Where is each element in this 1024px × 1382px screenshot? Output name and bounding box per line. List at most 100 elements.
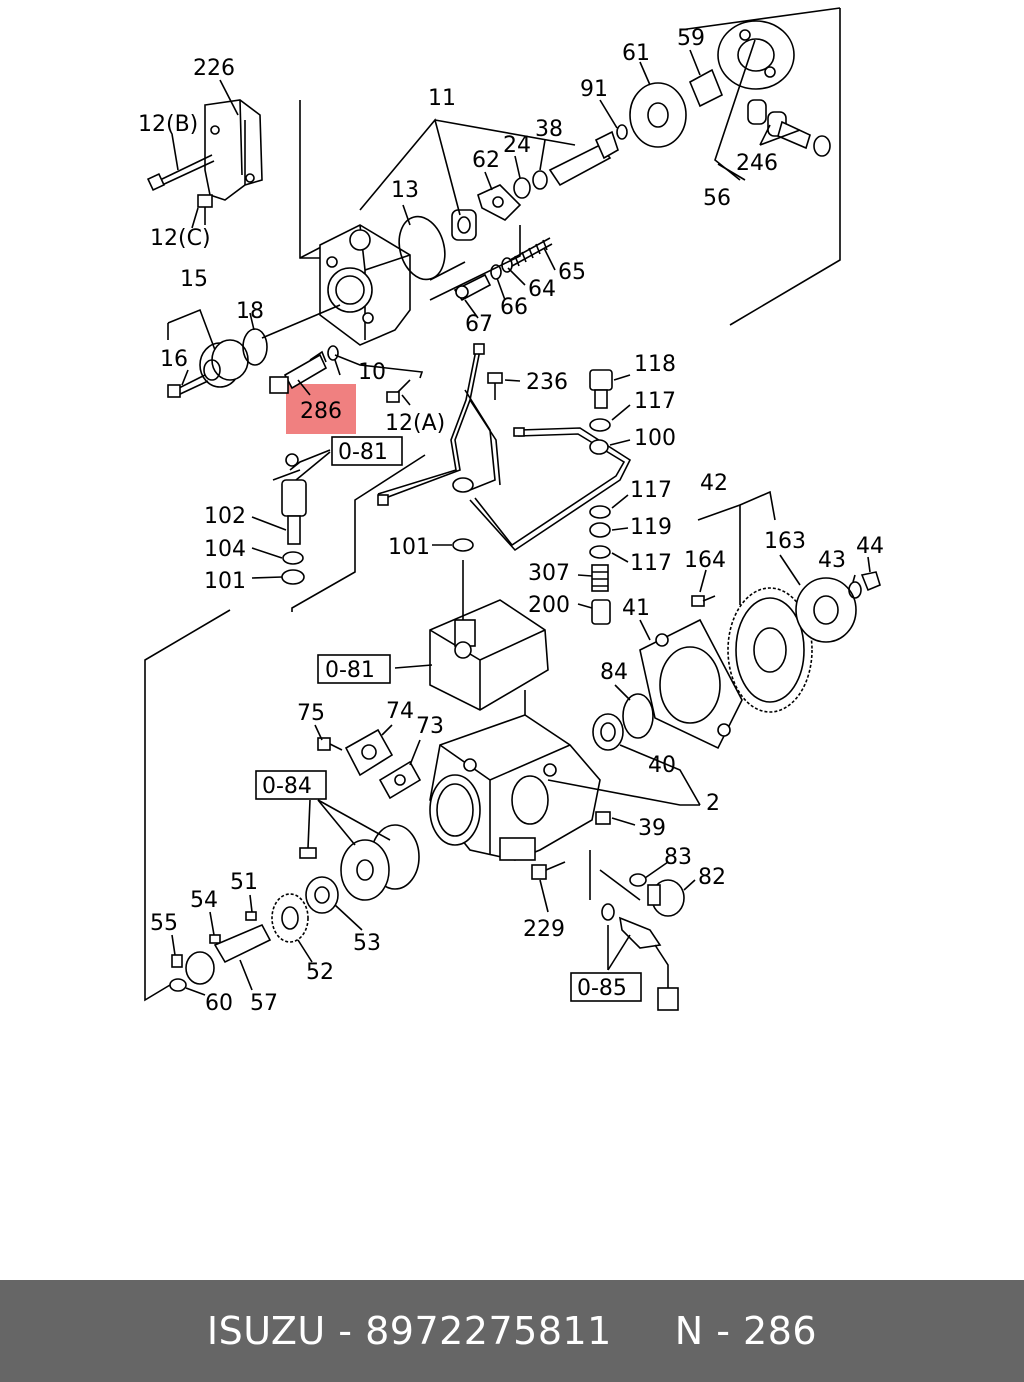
label-200: 200 (528, 593, 570, 618)
oring-104-part (282, 551, 304, 565)
label-41: 41 (622, 596, 650, 621)
label-24: 24 (503, 133, 531, 158)
label-43: 43 (818, 548, 846, 573)
label-42: 42 (700, 471, 728, 496)
label-40: 40 (648, 753, 676, 778)
gear-42-part (727, 587, 813, 713)
solenoid-102-part (272, 453, 307, 545)
label-117c: 117 (630, 551, 672, 576)
bolt-12b-part (146, 154, 215, 192)
label-104: 104 (204, 537, 246, 562)
label-12a: 12(A) (385, 411, 445, 436)
label-236: 236 (526, 370, 568, 395)
label-102: 102 (204, 504, 246, 529)
label-73: 73 (416, 714, 444, 739)
hub-163-part (795, 577, 857, 643)
label-18: 18 (236, 299, 264, 324)
gasket-101a-part (281, 569, 305, 585)
label-226: 226 (193, 56, 235, 81)
washer-10-part (327, 345, 339, 361)
label-13: 13 (391, 178, 419, 203)
box-085 (570, 972, 642, 1002)
plate-41-part (639, 618, 743, 750)
sensor-085-part (601, 903, 679, 1011)
washer-53-part (305, 876, 339, 914)
label-246: 246 (736, 151, 778, 176)
label-16: 16 (160, 347, 188, 372)
bracket-226-part (204, 99, 263, 201)
nut-44-part (860, 571, 881, 592)
spring-307-part (591, 564, 609, 592)
coupling-084-part (299, 824, 420, 901)
label-117a: 117 (634, 389, 676, 414)
flange-74-part (344, 728, 394, 777)
washer-91-part (616, 124, 628, 140)
label-44: 44 (856, 534, 884, 559)
pump-body-part (429, 714, 601, 861)
label-163: 163 (764, 529, 806, 554)
label-119: 119 (630, 515, 672, 540)
bolt-16-part (167, 374, 209, 398)
plate-61-part (629, 82, 687, 148)
label-56: 56 (703, 186, 731, 211)
label-91: 91 (580, 77, 608, 102)
label-62: 62 (472, 148, 500, 173)
label-51: 51 (230, 870, 258, 895)
label-11: 11 (428, 86, 456, 111)
pipe-group-part (377, 343, 632, 552)
label-100: 100 (634, 426, 676, 451)
gasket-101b-part (452, 538, 474, 552)
label-82: 82 (698, 865, 726, 890)
label-117b: 117 (630, 478, 672, 503)
label-83: 83 (664, 845, 692, 870)
label-085: 0-85 (577, 976, 627, 1001)
gasket-117a-part (589, 418, 611, 432)
gasket-117c-part (589, 545, 611, 559)
bearing-40-part (592, 713, 624, 751)
label-10: 10 (358, 360, 386, 385)
washer-38-part (532, 170, 548, 190)
bush-11-part (451, 209, 477, 241)
shaft-57-part (185, 923, 272, 985)
label-52: 52 (306, 960, 334, 985)
label-307: 307 (528, 561, 570, 586)
label-54: 54 (190, 888, 218, 913)
head-cover-part (429, 560, 549, 711)
label-64: 64 (528, 277, 556, 302)
gasket-73-part (378, 760, 422, 800)
label-57: 57 (250, 991, 278, 1016)
assembly-frame-lines (144, 7, 841, 1002)
bolt-12a-part (386, 379, 411, 403)
washer-43-part (848, 581, 862, 599)
label-12c: 12(C) (150, 226, 211, 251)
label-2: 2 (706, 791, 720, 816)
part-number-footer: ISUZU - 8972275811 N - 286 (0, 1280, 1024, 1382)
bolt-229-part (531, 861, 566, 880)
label-118: 118 (634, 352, 676, 377)
bolt-75-part (317, 737, 343, 751)
label-081-mid: 0-81 (325, 658, 375, 683)
bolt-39-part (595, 811, 611, 825)
label-39: 39 (638, 816, 666, 841)
spring-60-part (169, 978, 187, 992)
label-38: 38 (535, 117, 563, 142)
cam-ring-56-part (717, 20, 795, 90)
plug-15-part (199, 339, 249, 388)
label-101b: 101 (388, 535, 430, 560)
nut-55-part (171, 954, 183, 968)
label-084: 0-84 (262, 774, 312, 799)
box-084 (255, 770, 327, 800)
label-67: 67 (465, 312, 493, 337)
label-081-top: 0-81 (338, 440, 388, 465)
label-53: 53 (353, 931, 381, 956)
valve-286-part (269, 350, 328, 394)
box-081-mid (317, 654, 391, 684)
bolt-236-part (487, 372, 503, 400)
label-66: 66 (500, 295, 528, 320)
box-081-top (331, 436, 403, 466)
gear-52-part (271, 893, 309, 943)
label-75: 75 (297, 701, 325, 726)
label-74: 74 (386, 699, 414, 724)
key-54-part (209, 934, 221, 944)
highlight-box (286, 384, 356, 434)
